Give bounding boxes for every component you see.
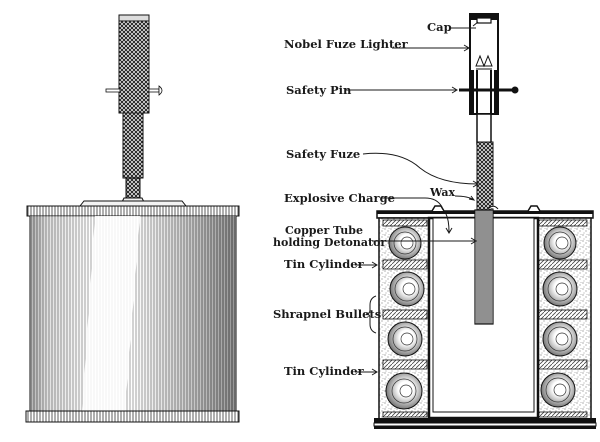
leader-cap [449,21,479,29]
casing-base [374,418,596,423]
safety-fuze [476,141,494,211]
exterior-view [25,14,240,423]
shrapnel-ball [543,226,577,260]
label-tin-cylinder-lower: Tin Cylinder [284,364,365,378]
wax-blob [488,205,499,210]
can-lid-dome [78,200,188,207]
cap-part [476,17,492,24]
leader-tin-cylinder-upper [355,261,378,269]
label-wax: Wax [429,186,456,199]
can-bottom-rim [25,410,240,423]
label-shrapnel-bullets: Shrapnel Bullets [273,307,381,321]
fuze-body-lower [122,112,144,179]
shrapnel-ball [385,372,423,410]
label-tin-cylinder-upper: Tin Cylinder [284,257,365,271]
label-safety-pin: Safety Pin [286,83,352,97]
leader-tin-cylinder-lower [355,368,378,376]
leader-explosive-charge [382,197,443,208]
shrapnel-ball [542,271,578,307]
label-cap: Cap [427,20,452,34]
leader-wax [454,195,476,201]
shrapnel-ball [389,271,425,307]
lighter-body [118,20,150,114]
brace-shrapnel-bullets [365,295,377,334]
cross-section-view [373,13,597,429]
leader-nobel-fuze-lighter [392,44,470,52]
leader-copper-tube [372,237,477,245]
shrapnel-ball [540,372,576,408]
shrapnel-bullets-right [540,226,578,408]
shrapnel-ball [388,226,422,260]
shrapnel-ball [387,321,423,357]
label-copper-tube-line2: holding Detonator [273,236,386,249]
igniter-teeth [475,54,493,68]
label-safety-fuze: Safety Fuze [286,147,360,161]
lighter-top-band [118,14,150,22]
tin-cylinders-left [382,219,428,418]
fuze-stem [125,177,141,201]
label-explosive-charge: Explosive Charge [284,191,395,205]
wax-drip-arrow [445,213,453,234]
safety-pin-exterior [105,85,163,96]
can-top-rim [26,205,240,217]
tin-cylinders-right [538,219,588,418]
label-copper-tube-line1: Copper Tube [285,224,363,237]
lighter-tube [469,13,499,115]
labels: Cap Nobel Fuze Lighter Safety Pin Safety… [273,20,479,378]
label-nobel-fuze-lighter: Nobel Fuze Lighter [284,37,409,51]
shrapnel-bullets-left [385,226,425,410]
safety-pin-head [511,86,519,94]
leader-safety-pin [346,86,458,94]
leader-safety-fuze [362,152,479,188]
copper-tube [474,209,494,325]
shrapnel-ball [542,321,578,357]
